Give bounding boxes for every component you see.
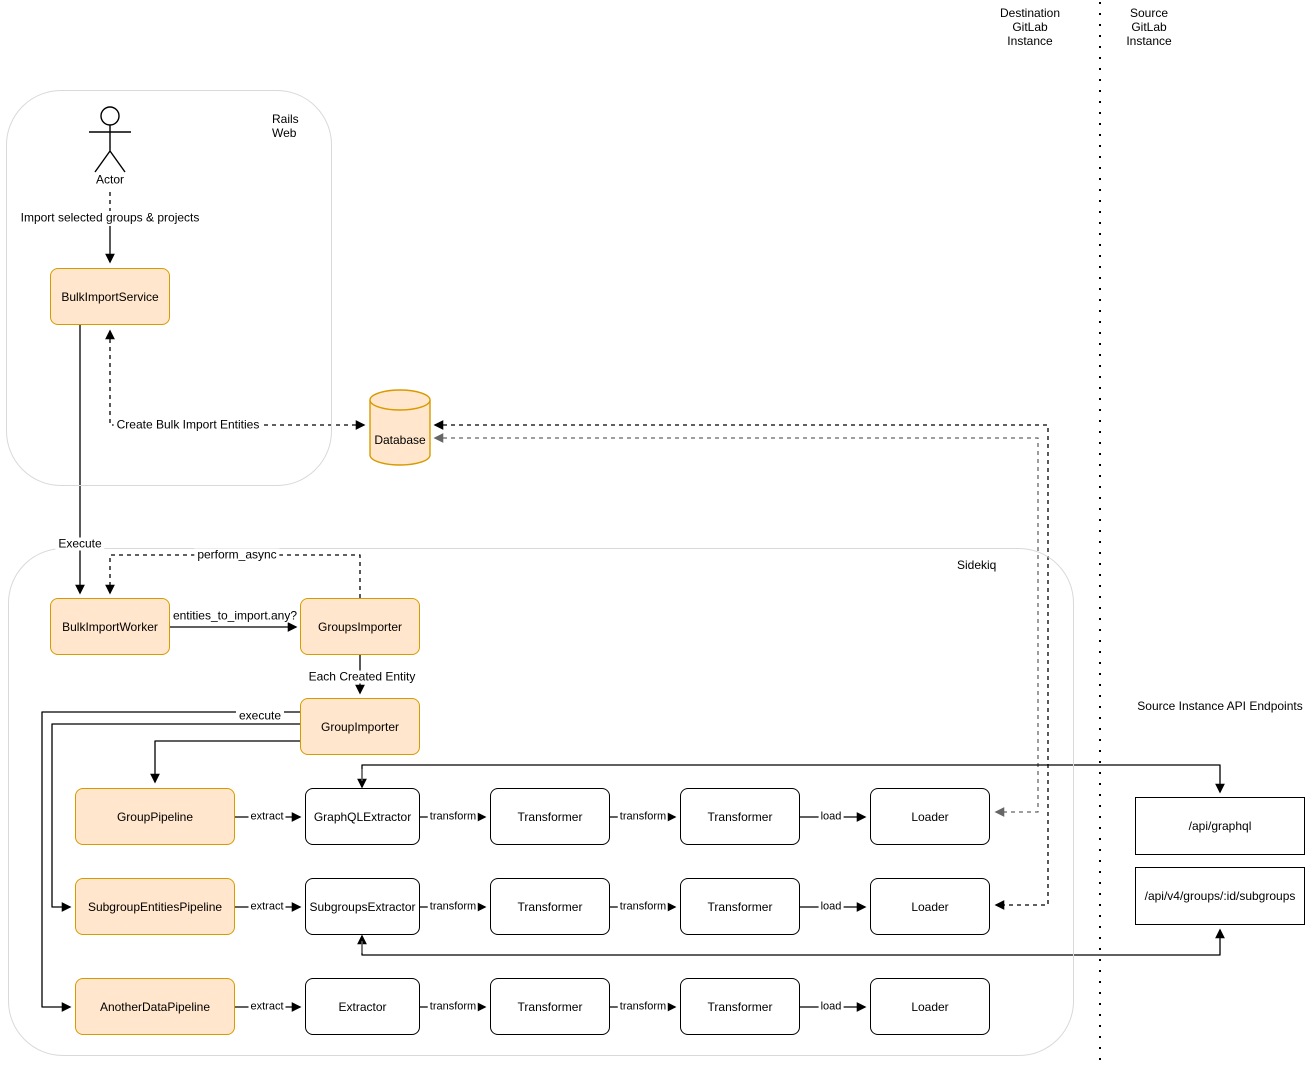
- transformer-node-row3-a[interactable]: Transformer: [490, 978, 610, 1035]
- another-data-pipeline-node[interactable]: AnotherDataPipeline: [75, 978, 235, 1035]
- edge-execute-subgroup-pipeline: [51, 723, 300, 912]
- loader-node-row1[interactable]: Loader: [870, 788, 990, 845]
- edge-label-load-row3: load: [818, 1000, 844, 1014]
- edge-label-execute-lower: execute: [235, 709, 285, 723]
- transformer-node-row2-b[interactable]: Transformer: [680, 878, 800, 935]
- edge-label-execute: Execute: [55, 537, 105, 551]
- edge-database-loader2: [433, 420, 1049, 910]
- destination-instance-label: Destination GitLab Instance: [999, 6, 1061, 48]
- api-endpoints-title: Source Instance API Endpoints: [1137, 699, 1303, 713]
- edge-label-load-row2: load: [818, 900, 844, 914]
- transformer-node-row3-b[interactable]: Transformer: [680, 978, 800, 1035]
- api-subgroups-node[interactable]: /api/v4/groups/:id/subgroups: [1135, 867, 1305, 925]
- groups-importer-node[interactable]: GroupsImporter: [300, 598, 420, 655]
- edge-label-transform1-row1: transform: [427, 810, 479, 824]
- database-cylinder[interactable]: [369, 389, 431, 466]
- graphql-extractor-node[interactable]: GraphQLExtractor: [305, 788, 420, 845]
- transformer-node-row1-b[interactable]: Transformer: [680, 788, 800, 845]
- edge-label-perform-async: perform_async: [194, 548, 280, 562]
- edge-label-transform2-row3: transform: [617, 1000, 669, 1014]
- edge-label-extract-row1: extract: [248, 810, 286, 824]
- actor-icon[interactable]: [89, 106, 131, 173]
- subgroups-extractor-node[interactable]: SubgroupsExtractor: [305, 878, 420, 935]
- edge-label-transform1-row3: transform: [427, 1000, 479, 1014]
- group-importer-node[interactable]: GroupImporter: [300, 698, 420, 755]
- sidekiq-container: [8, 548, 1074, 1056]
- edge-label-load-row1: load: [818, 810, 844, 824]
- bulk-import-service-node[interactable]: BulkImportService: [50, 268, 170, 325]
- database-node-label[interactable]: Database: [374, 433, 426, 447]
- transformer-node-row2-a[interactable]: Transformer: [490, 878, 610, 935]
- loader-node-row3[interactable]: Loader: [870, 978, 990, 1035]
- group-pipeline-node[interactable]: GroupPipeline: [75, 788, 235, 845]
- sidekiq-container-label: Sidekiq: [957, 558, 997, 572]
- edge-label-transform2-row2: transform: [617, 900, 669, 914]
- loader-node-row2[interactable]: Loader: [870, 878, 990, 935]
- subgroup-entities-pipeline-node[interactable]: SubgroupEntitiesPipeline: [75, 878, 235, 935]
- transformer-node-row1-a[interactable]: Transformer: [490, 788, 610, 845]
- edge-label-extract-row2: extract: [248, 900, 286, 914]
- rails-web-container: [6, 90, 332, 486]
- edge-label-transform2-row1: transform: [617, 810, 669, 824]
- actor-label: Actor: [95, 172, 125, 187]
- edge-label-entities-to-import: entities_to_import.any?: [169, 609, 301, 623]
- edge-label-transform1-row2: transform: [427, 900, 479, 914]
- edge-label-import-selected: Import selected groups & projects: [17, 211, 203, 225]
- edge-execute-group-pipeline: [150, 740, 300, 784]
- source-instance-label: Source GitLab Instance: [1126, 6, 1172, 48]
- bulk-import-worker-node[interactable]: BulkImportWorker: [50, 598, 170, 655]
- edge-label-create-entities: Create Bulk Import Entities: [113, 418, 263, 432]
- edge-label-each-created-entity: Each Created Entity: [305, 670, 419, 684]
- edge-label-extract-row3: extract: [248, 1000, 286, 1014]
- extractor-node[interactable]: Extractor: [305, 978, 420, 1035]
- rails-web-container-label: Rails Web: [272, 112, 299, 140]
- api-graphql-node[interactable]: /api/graphql: [1135, 797, 1305, 855]
